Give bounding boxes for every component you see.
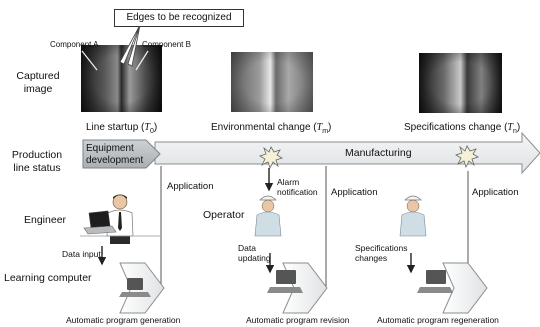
specifications-changes-label: Specifications changes [355,243,408,263]
operator-label: Operator [203,209,245,221]
engineer-label: Engineer [24,214,67,226]
production-line-status-label: Production line status [11,149,63,174]
data-updating-label: Data updating [238,243,271,263]
component-a-label: Component A [50,40,99,49]
stage-caption-specifications: Specifications change (Tn) [404,122,521,135]
manufacturing-label: Manufacturing [345,147,412,159]
equipment-development-arrow [82,139,161,169]
operator-figure-specifications [399,195,427,237]
program-revision-chevron [267,262,328,314]
generation-label: Automatic program generation [66,315,181,325]
regeneration-label: Automatic program regeneration [377,315,499,325]
operator-figure [254,195,282,237]
application-label-3: Application [472,187,519,198]
data-input-label: Data input [62,249,101,259]
stage-caption-startup: Line startup (T0) [86,122,158,135]
edge-pointers [119,24,141,67]
component-b-label: Component B [142,40,191,49]
captured-image-startup [81,45,162,112]
component-pointers [81,50,149,71]
learning-computer-label: Learning computer [4,272,92,284]
alarm-notification-label: Alarm notification [277,177,318,197]
application-label-2: Application [331,187,378,198]
starburst-specifications-icon [455,145,479,169]
captured-image-environmental [231,52,313,112]
equipment-development-label: Equipment development [86,143,144,166]
engineer-figure [106,194,134,244]
stage-caption-environmental: Environmental change (Tm) [211,122,332,135]
manufacturing-arrow [154,131,540,175]
laptop-icon [83,210,117,235]
program-regeneration-chevron [417,262,488,314]
edges-callout: Edges to be recognized [114,9,244,27]
program-generation-chevron [119,262,165,314]
captured-image-specifications [419,53,502,113]
revision-label: Automatic program revision [246,315,350,325]
captured-image-label: Captured image [16,70,60,95]
application-label-1: Application [167,181,214,192]
starburst-environmental-icon [259,146,283,170]
